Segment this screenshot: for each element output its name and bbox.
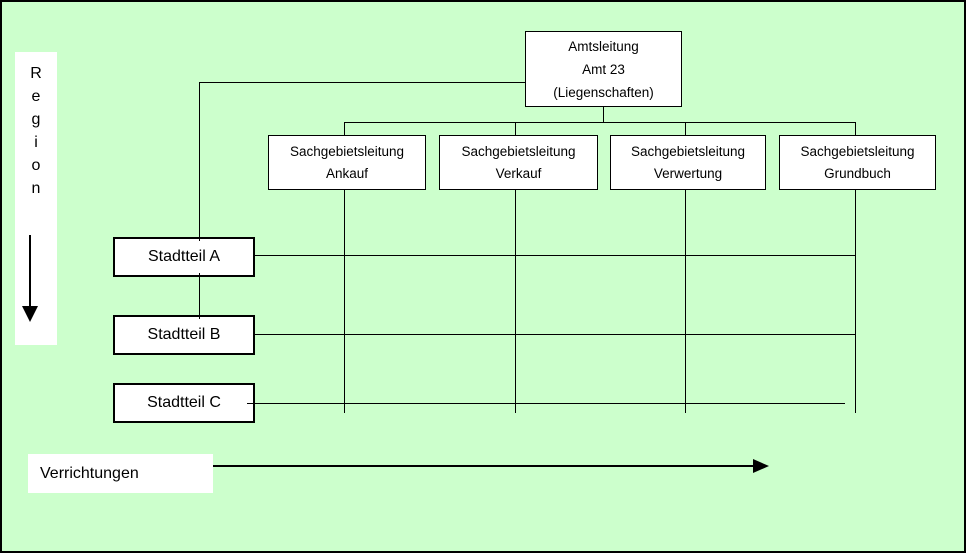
left-rail-segment-a-to-b (199, 273, 200, 319)
grid-hline-stadtteil-a (255, 255, 856, 256)
node-amtsleitung-line1: Amtsleitung (568, 39, 639, 54)
left-rail-segment-top (199, 82, 200, 241)
dept-title: Sachgebietsleitung (461, 144, 576, 159)
node-amtsleitung: Amtsleitung Amt 23 (Liegenschaften) (525, 31, 682, 107)
stub-ankauf (344, 122, 345, 135)
node-stadtteil-b: Stadtteil B (113, 315, 255, 355)
grid-vline-grundbuch (855, 190, 856, 413)
region-axis-panel: R e g i o n (15, 52, 57, 345)
stub-grundbuch (855, 122, 856, 135)
node-sachgebiet-verwertung: Sachgebietsleitung Verwertung (610, 135, 766, 190)
connector-root-to-left-rail (199, 82, 525, 83)
connector-root-stub (603, 107, 604, 122)
region-letter: n (31, 180, 41, 197)
grid-vline-verwertung (685, 190, 686, 413)
dept-subtitle: Verkauf (495, 166, 542, 181)
region-letter: e (31, 88, 41, 105)
region-arrow-shaft (29, 235, 31, 308)
node-sachgebiet-grundbuch: Sachgebietsleitung Grundbuch (779, 135, 936, 190)
region-axis-label: R e g i o n (15, 62, 57, 200)
node-stadtteil-c: Stadtteil C (113, 383, 255, 423)
dept-title: Sachgebietsleitung (630, 144, 746, 159)
grid-vline-ankauf (344, 190, 345, 413)
dept-title: Sachgebietsleitung (800, 144, 915, 159)
verrichtungen-axis-label: Verrichtungen (40, 465, 139, 482)
dept-subtitle: Verwertung (653, 166, 723, 181)
node-amtsleitung-line2: Amt 23 (582, 62, 625, 77)
district-label: Stadtteil A (147, 248, 221, 265)
dept-title: Sachgebietsleitung (289, 144, 405, 159)
grid-vline-verkauf (515, 190, 516, 413)
departments-connector-bar (344, 122, 856, 123)
verrichtungen-arrow-right-icon (753, 459, 769, 473)
node-stadtteil-a: Stadtteil A (113, 237, 255, 277)
node-sachgebiet-ankauf: Sachgebietsleitung Ankauf (268, 135, 426, 190)
verrichtungen-arrow-shaft (213, 465, 754, 467)
district-label: Stadtteil C (147, 394, 221, 411)
dept-subtitle: Grundbuch (824, 166, 891, 181)
region-letter: R (30, 65, 42, 82)
stub-verkauf (515, 122, 516, 135)
region-arrow-down-icon (22, 306, 38, 322)
node-amtsleitung-line3: (Liegenschaften) (553, 85, 654, 100)
dept-subtitle: Ankauf (325, 166, 369, 181)
region-letter: g (31, 111, 41, 128)
district-label: Stadtteil B (147, 326, 221, 343)
grid-hline-stadtteil-b (255, 334, 856, 335)
stub-verwertung (685, 122, 686, 135)
region-letter: i (34, 134, 38, 151)
grid-hline-stadtteil-c (247, 403, 845, 404)
verrichtungen-axis-panel: Verrichtungen (28, 454, 213, 493)
node-sachgebiet-verkauf: Sachgebietsleitung Verkauf (439, 135, 598, 190)
region-letter: o (31, 157, 41, 174)
